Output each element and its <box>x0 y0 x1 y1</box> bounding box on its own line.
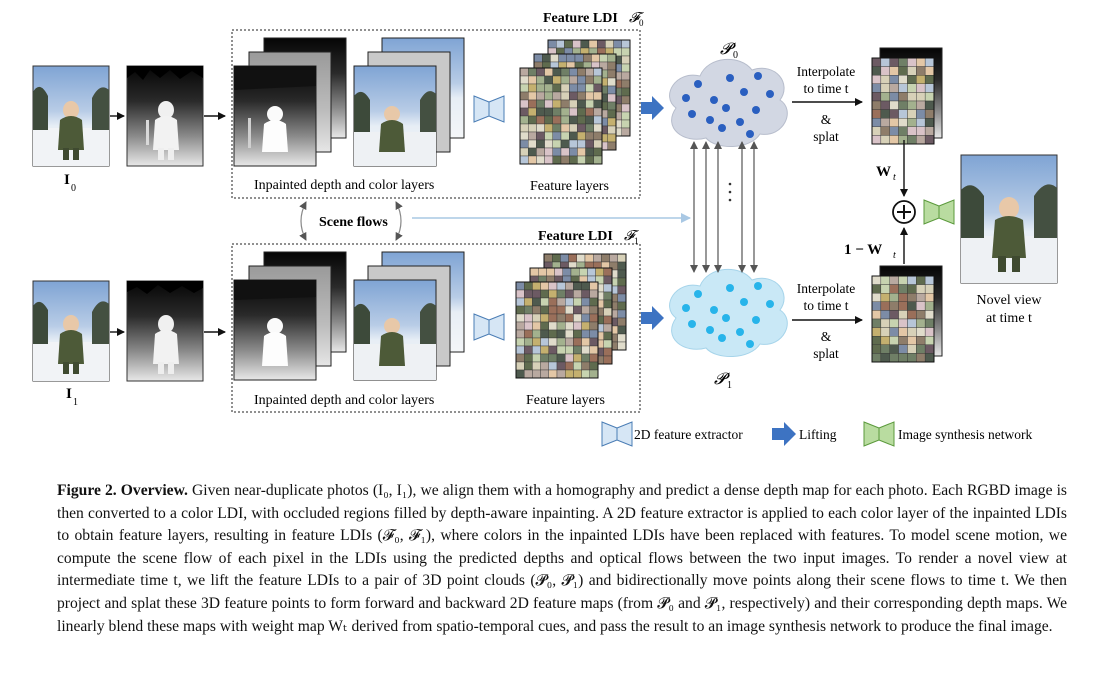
input-label-0: I 0 <box>64 172 76 194</box>
svg-text:Interpolate: Interpolate <box>797 64 855 79</box>
caption-line-2: Each RGBD image is then converted to a c… <box>57 482 1067 522</box>
splatted-feature-map-0 <box>871 47 943 145</box>
caption-label: Figure 2. <box>57 482 117 499</box>
legend: 2D feature extractor Lifting Image synth… <box>601 421 1032 447</box>
interpolate-label-bottom: Interpolate to time t & splat <box>797 281 855 361</box>
feature-extractor-icon-1 <box>473 313 505 341</box>
depth-map-0 <box>126 65 204 167</box>
ellipsis-dots <box>728 182 732 202</box>
p1-sub: 1 <box>727 380 732 391</box>
blend-plus-icon <box>892 200 916 224</box>
ldi-title-0: Feature LDI 𝓕 0 <box>543 11 644 28</box>
ldi-0-label: Feature LDI <box>543 11 618 26</box>
feature-layers-label-bottom: Feature layers <box>526 393 605 408</box>
svg-text:to time t: to time t <box>804 298 849 313</box>
inpainted-label-bottom: Inpainted depth and color layers <box>254 393 434 408</box>
bidirectional-scene-flow-arrows <box>690 141 758 273</box>
caption-title: Overview. <box>120 482 188 499</box>
input-1-letter: I <box>66 386 72 402</box>
inpainted-label-top: Inpainted depth and color layers <box>254 178 434 193</box>
weight-label: W t <box>876 164 896 183</box>
svg-text:&: & <box>821 112 832 127</box>
input-label-1: I 1 <box>66 386 78 408</box>
svg-text:splat: splat <box>813 129 839 144</box>
ldi-box-0 <box>231 29 641 199</box>
figure-caption: Figure 2. Overview. Given near-duplicate… <box>57 480 1067 638</box>
feature-layers-label-top: Feature layers <box>530 179 609 194</box>
svg-text:splat: splat <box>813 346 839 361</box>
caption-line-8: maps with weight map Wₜ derived from spa… <box>183 617 1053 635</box>
ldi-0-sub: 0 <box>639 18 644 28</box>
legend-lifting-label: Lifting <box>799 427 837 442</box>
p0-sub: 0 <box>733 50 738 61</box>
synthesis-network-icon <box>923 199 955 225</box>
scene-flows-label: Scene flows <box>319 215 388 230</box>
p0-label: 𝓟 0 <box>720 41 738 61</box>
color-layers-1 <box>353 251 465 381</box>
wt-sub: t <box>893 172 896 183</box>
legend-synthesis-label: Image synthesis network <box>898 427 1032 442</box>
input-photo-1 <box>32 280 110 382</box>
feature-extractor-icon-0 <box>473 95 505 123</box>
legend-synthesis-icon <box>863 421 895 447</box>
input-0-sub: 0 <box>71 183 76 194</box>
feature-layers-1 <box>515 253 627 379</box>
caption-line-6: point clouds (𝓟₀, 𝓟₁) and bidirectionall… <box>57 572 1067 612</box>
svg-text:Novel view: Novel view <box>977 293 1043 308</box>
depth-map-1 <box>126 280 204 382</box>
svg-text:to time t: to time t <box>804 81 849 96</box>
ldi-title-1: Feature LDI 𝓕 1 <box>538 229 639 246</box>
point-cloud-1 <box>669 268 788 358</box>
caption-line-3: applied to each color layer of the inpai… <box>57 504 1067 545</box>
input-0-letter: I <box>64 172 70 188</box>
p1-label: 𝓟 1 <box>714 371 732 391</box>
caption-line-4: LDIs have been replaced with features. T… <box>57 527 1067 567</box>
caption-line-5: depths and optical flows between the two… <box>57 549 1067 590</box>
legend-extractor-icon <box>601 421 633 447</box>
feature-layers-0 <box>519 39 631 165</box>
caption-line-7: form forward and backward 2D feature map… <box>57 594 1067 635</box>
figure-svg: I 0 Feature LDI 𝓕 0 Inpai <box>32 11 1058 447</box>
one-minus-wt-sub: t <box>893 250 896 261</box>
wt-letter: W <box>876 164 891 180</box>
point-cloud-0 <box>669 58 788 148</box>
caption-line-1: Given near-duplicate photos (I₀, I₁), we… <box>192 482 928 499</box>
ldi-1-label: Feature LDI <box>538 229 613 244</box>
overview-figure: I 0 Feature LDI 𝓕 0 Inpai <box>32 11 1058 447</box>
ldi-box-1 <box>231 243 641 413</box>
scene-flow-curve-left <box>299 201 307 241</box>
one-minus-weight-label: 1 − W t <box>844 242 896 261</box>
legend-extractor-label: 2D feature extractor <box>634 427 743 442</box>
input-photo-0 <box>32 65 110 167</box>
novel-view-image <box>960 154 1058 284</box>
svg-text:&: & <box>821 329 832 344</box>
interpolate-label-top: Interpolate to time t & splat <box>797 64 855 144</box>
depth-layers-0 <box>233 37 347 167</box>
novel-view-label: Novel view at time t <box>977 293 1043 326</box>
lifting-arrow-0 <box>641 96 664 120</box>
input-1-sub: 1 <box>73 397 78 408</box>
splatted-feature-map-1 <box>871 265 943 363</box>
one-minus-wt-text: 1 − W <box>844 242 882 258</box>
lifting-arrow-1 <box>641 306 664 330</box>
svg-text:at time t: at time t <box>986 311 1032 326</box>
depth-layers-1 <box>233 251 347 381</box>
color-layers-0 <box>353 37 465 167</box>
scene-flow-curve-right <box>395 201 403 241</box>
legend-lifting-icon <box>772 422 796 446</box>
svg-text:Interpolate: Interpolate <box>797 281 855 296</box>
ldi-1-sub: 1 <box>634 236 639 246</box>
